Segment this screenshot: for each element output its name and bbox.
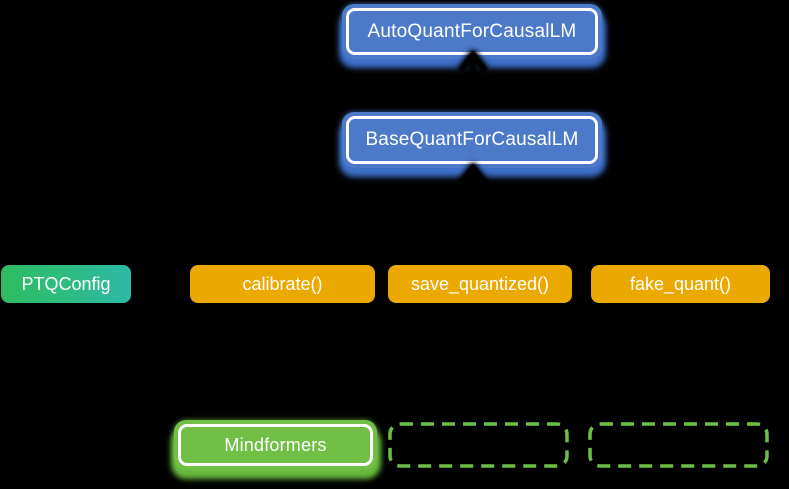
node-placeholder-2 — [588, 422, 769, 468]
node-ptq-config: PTQConfig — [1, 265, 131, 303]
node-auto-quant-frame: AutoQuantForCausalLM — [346, 8, 598, 55]
up-arrow-icon — [459, 164, 487, 218]
node-auto-quant-body — [342, 4, 602, 59]
node-fake-quant-label: fake_quant() — [629, 273, 732, 294]
node-mindformers-frame: Mindformers — [178, 424, 373, 466]
up-arrow-icon — [459, 51, 487, 113]
node-save-quantized: save_quantized() — [388, 265, 572, 303]
node-ptq-config-label: PTQConfig — [21, 273, 111, 294]
node-fake-quant: fake_quant() — [591, 265, 770, 303]
node-save-quantized-label: save_quantized() — [410, 273, 550, 294]
node-calibrate: calibrate() — [190, 265, 375, 303]
node-base-quant: BaseQuantForCausalLM — [339, 112, 606, 177]
node-mindformers-body — [174, 420, 377, 470]
node-base-quant-body — [342, 112, 602, 168]
node-mindformers: Mindformers — [171, 420, 381, 479]
node-base-quant-frame: BaseQuantForCausalLM — [346, 116, 598, 164]
node-calibrate-label: calibrate() — [242, 273, 323, 294]
node-auto-quant: AutoQuantForCausalLM — [339, 4, 606, 68]
node-base-quant-label: BaseQuantForCausalLM — [365, 129, 579, 150]
node-placeholder-1 — [388, 422, 569, 468]
node-mindformers-label: Mindformers — [224, 434, 327, 455]
node-auto-quant-label: AutoQuantForCausalLM — [367, 20, 577, 42]
